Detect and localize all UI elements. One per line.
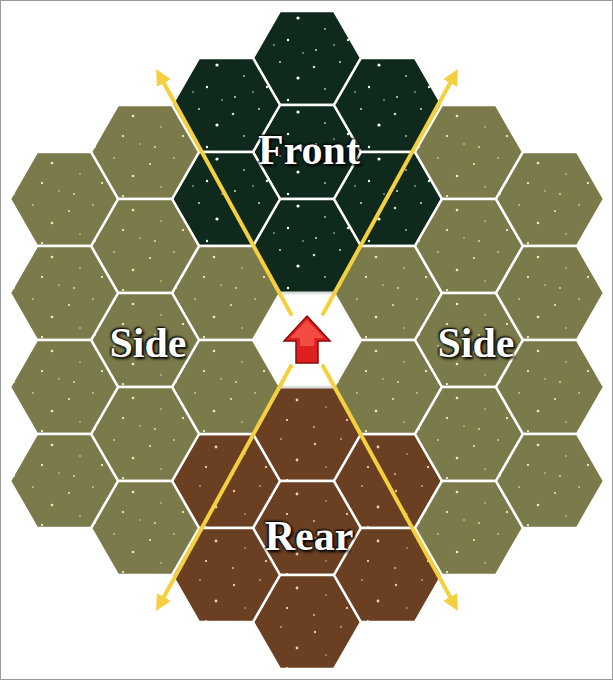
- zone-label: Side: [109, 322, 186, 364]
- zone-label: Side: [437, 322, 514, 364]
- zone-label: Rear: [265, 515, 354, 557]
- zone-label: Front: [258, 129, 360, 171]
